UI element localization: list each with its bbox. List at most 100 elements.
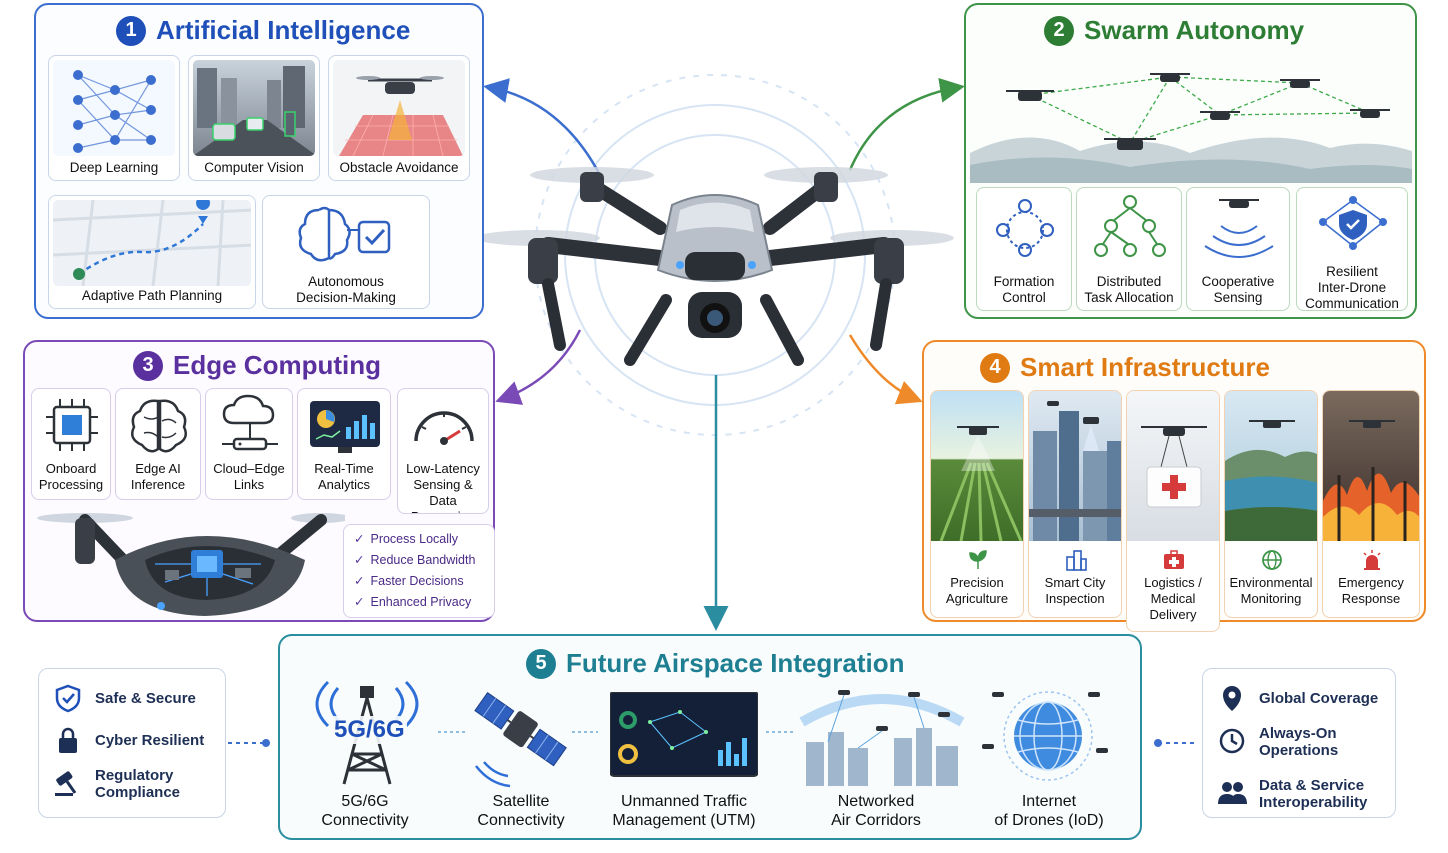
left-assurance-panel: Safe & Secure Cyber Resilient Regulatory… <box>38 668 226 818</box>
air-corridor-image <box>798 682 966 786</box>
airspace-number-badge: 5 <box>526 648 556 679</box>
airspace-title: 5 Future Airspace Integration <box>526 648 905 679</box>
edge-title: 3 Edge Computing <box>133 350 381 381</box>
deep-learning-label: Deep Learning <box>69 160 159 175</box>
benefit-enhanced-privacy: ✓Enhanced Privacy <box>354 595 472 609</box>
swarm-number-badge: 2 <box>1044 15 1074 46</box>
clock-icon <box>1217 725 1247 755</box>
globe-icon <box>1261 549 1283 571</box>
cloud-link-icon <box>210 393 288 459</box>
benefit-process-locally: ✓Process Locally <box>354 532 459 546</box>
computer-vision-label: Computer Vision <box>204 160 304 175</box>
obstacle-avoidance-card[interactable]: Obstacle Avoidance <box>328 55 470 181</box>
sprout-icon <box>967 549 989 571</box>
arrow-to-swarm <box>848 77 965 171</box>
gavel-icon <box>53 767 83 797</box>
path-map-image <box>53 200 251 286</box>
network-nodes-icon <box>1081 192 1177 260</box>
edge-drone-image <box>25 502 351 620</box>
swarm-title: 2 Swarm Autonomy <box>1044 15 1304 46</box>
airspace-panel: 5 Future Airspace Integration 5G/6G 5G/6… <box>278 634 1142 840</box>
utm-dashboard-image <box>609 691 759 780</box>
edge-benefits-box: ✓Process Locally ✓Reduce Bandwidth ✓Fast… <box>343 524 495 618</box>
lock-icon <box>53 725 83 755</box>
adaptive-path-label: Adaptive Path Planning <box>81 288 223 303</box>
ai-panel: 1 Artificial Intelligence Deep Learning <box>34 3 484 319</box>
wildfire-image <box>1323 391 1419 541</box>
benefit-faster-decisions: ✓Faster Decisions <box>354 574 464 588</box>
chip-icon <box>36 393 106 459</box>
swarm-formation-image <box>970 53 1412 183</box>
5g-badge: 5G/6G <box>332 716 407 744</box>
speedometer-icon <box>402 393 484 459</box>
lake-forest-image <box>1225 391 1317 541</box>
infra-number-badge: 4 <box>980 352 1010 383</box>
arrow-to-edge <box>495 329 582 405</box>
shield-icon <box>53 683 83 713</box>
formation-icon <box>981 192 1067 260</box>
people-icon <box>1217 777 1247 807</box>
medical-package-image <box>1127 391 1219 541</box>
ai-title: 1 Artificial Intelligence <box>116 15 410 46</box>
obstacle-avoidance-label: Obstacle Avoidance <box>339 160 459 175</box>
arrow-to-infra <box>848 334 923 405</box>
medkit-icon <box>1163 549 1185 571</box>
brain-icon <box>120 393 196 459</box>
neural-network-icon <box>53 60 175 156</box>
dashboard-icon <box>302 393 386 459</box>
adaptive-path-planning-card[interactable]: Adaptive Path Planning <box>48 195 256 309</box>
farm-field-image <box>931 391 1023 541</box>
satellite-icon <box>468 678 572 788</box>
safe-secure-item: Safe & Secure <box>53 683 196 713</box>
sensing-waves-icon <box>1191 192 1285 260</box>
central-drone-icon <box>476 167 954 366</box>
shield-network-icon <box>1301 192 1403 252</box>
computer-vision-card[interactable]: Computer Vision <box>188 55 320 181</box>
airspace-connectors <box>438 731 794 733</box>
siren-icon <box>1361 549 1383 571</box>
city-skyline-image <box>1029 391 1121 541</box>
infra-title: 4 Smart Infrastructure <box>980 352 1270 383</box>
ai-number-badge: 1 <box>116 15 146 46</box>
buildings-icon <box>1065 549 1087 571</box>
brain-check-icon <box>267 200 425 270</box>
deep-learning-card[interactable]: Deep Learning <box>48 55 180 181</box>
